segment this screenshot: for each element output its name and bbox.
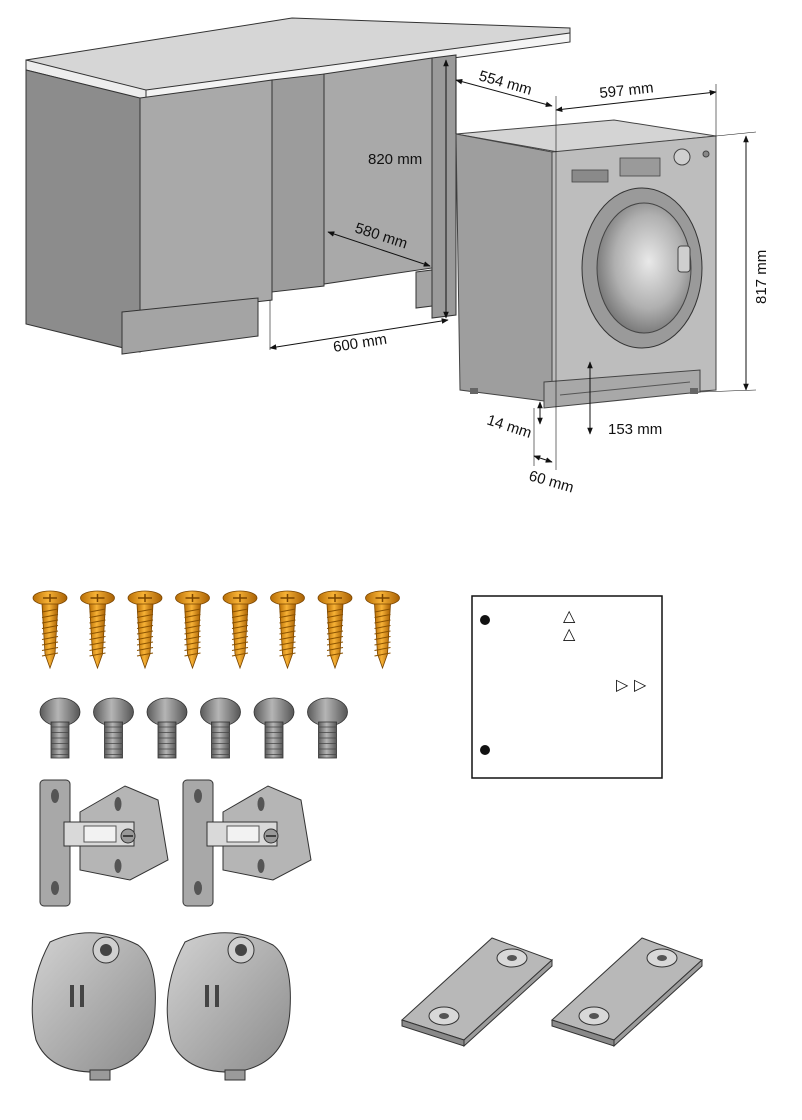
wood-screw: [365, 590, 400, 670]
door-cover: [31, 932, 156, 1081]
label-554: 554 mm: [477, 68, 534, 99]
machine-screws: [39, 697, 348, 759]
dim-line-554: [455, 78, 553, 108]
program-knob: [673, 148, 691, 166]
dimension-lines: [269, 59, 757, 470]
wood-screw: [317, 590, 353, 670]
cabinet-plinth: [121, 297, 259, 355]
wood-screw: [80, 590, 115, 670]
wood-screw: [32, 590, 68, 670]
label-153: 153 mm: [608, 421, 662, 438]
cabinet-niche-divider: [271, 73, 325, 293]
template-frame: [471, 595, 663, 779]
hinge: [182, 779, 312, 907]
template-triangle-right-1: ▷: [616, 675, 629, 694]
hinge: [39, 779, 169, 907]
wood-screw: [222, 590, 258, 670]
door-cover: [166, 932, 291, 1081]
dim-line-600: [269, 318, 449, 350]
label-600: 600 mm: [332, 331, 388, 356]
cabinet-end-panel: [431, 54, 457, 319]
mounting-plate: [401, 937, 553, 1048]
template-hole-top: [480, 615, 490, 625]
cabinet-left-side: [25, 69, 141, 353]
kitchen-cabinet: [25, 17, 571, 355]
template-triangle-up-2: △: [563, 624, 576, 643]
label-817: 817 mm: [753, 250, 770, 304]
display-panel: [571, 169, 609, 183]
mounting-plate: [551, 937, 703, 1048]
machine-screw: [200, 697, 241, 759]
door-covers: [31, 932, 291, 1081]
wood-screw: [270, 590, 305, 670]
door-handle: [677, 245, 691, 273]
machine-screw: [93, 697, 134, 759]
base-rail: [559, 381, 691, 396]
foot-left: [470, 388, 478, 394]
mounting-plates: [401, 937, 703, 1048]
wood-screw: [175, 590, 210, 670]
cabinet-door-left: [139, 79, 273, 317]
dim-line-60: [533, 455, 553, 463]
template-triangle-right-2: ▷: [634, 675, 647, 694]
dim-line-597: [555, 89, 717, 113]
cabinet-door-right: [323, 57, 433, 285]
template-hole-bottom: [480, 745, 490, 755]
label-597: 597 mm: [599, 79, 655, 102]
foot-right: [690, 388, 698, 394]
label-14: 14 mm: [485, 412, 534, 442]
machine-screw: [307, 697, 348, 759]
drilling-template: △ △ ▷ ▷: [471, 595, 663, 779]
control-panel: [619, 157, 661, 177]
machine-screw: [39, 697, 81, 759]
washing-machine: [455, 119, 717, 409]
machine-screw: [253, 697, 295, 759]
hinges: [39, 779, 312, 907]
machine-side: [455, 133, 553, 403]
wood-screw: [127, 590, 163, 670]
wood-screws: [32, 590, 400, 670]
template-triangle-up-1: △: [563, 606, 576, 625]
dim-line-580: [327, 231, 431, 267]
label-820: 820 mm: [368, 151, 422, 168]
power-button: [702, 150, 710, 158]
cabinet-plinth-right: [415, 269, 433, 309]
door-glass: [596, 202, 692, 334]
machine-screw: [146, 697, 188, 759]
label-60: 60 mm: [527, 468, 576, 497]
